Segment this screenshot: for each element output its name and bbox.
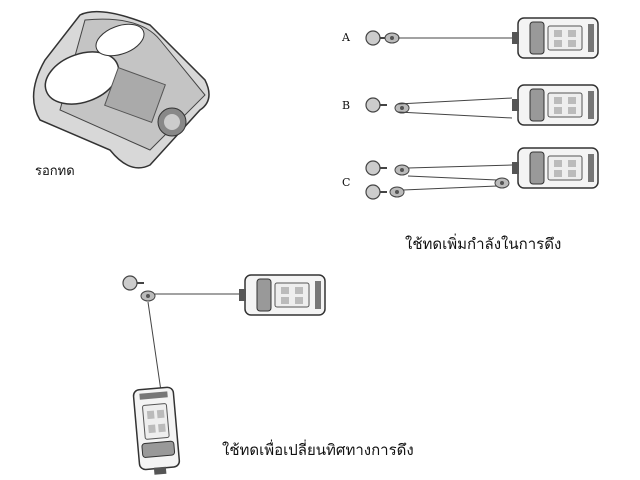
caption-change-direction: ใช้ทดเพื่อเปลี่ยนทิศทางการดึง — [222, 441, 414, 459]
row-b-diagram — [365, 84, 599, 126]
snatch-block-illustration — [32, 10, 210, 169]
caption-increase-power: ใช้ทดเพิ่มกำลังในการดึง — [405, 235, 562, 253]
direction-change-diagram — [122, 274, 326, 477]
pulley-label: รอกทด — [35, 164, 75, 179]
row-label-a: A — [342, 31, 350, 44]
row-a-diagram — [365, 17, 599, 59]
row-label-b: B — [342, 99, 351, 112]
row-c-diagram — [365, 147, 599, 200]
row-label-c: C — [342, 176, 351, 189]
